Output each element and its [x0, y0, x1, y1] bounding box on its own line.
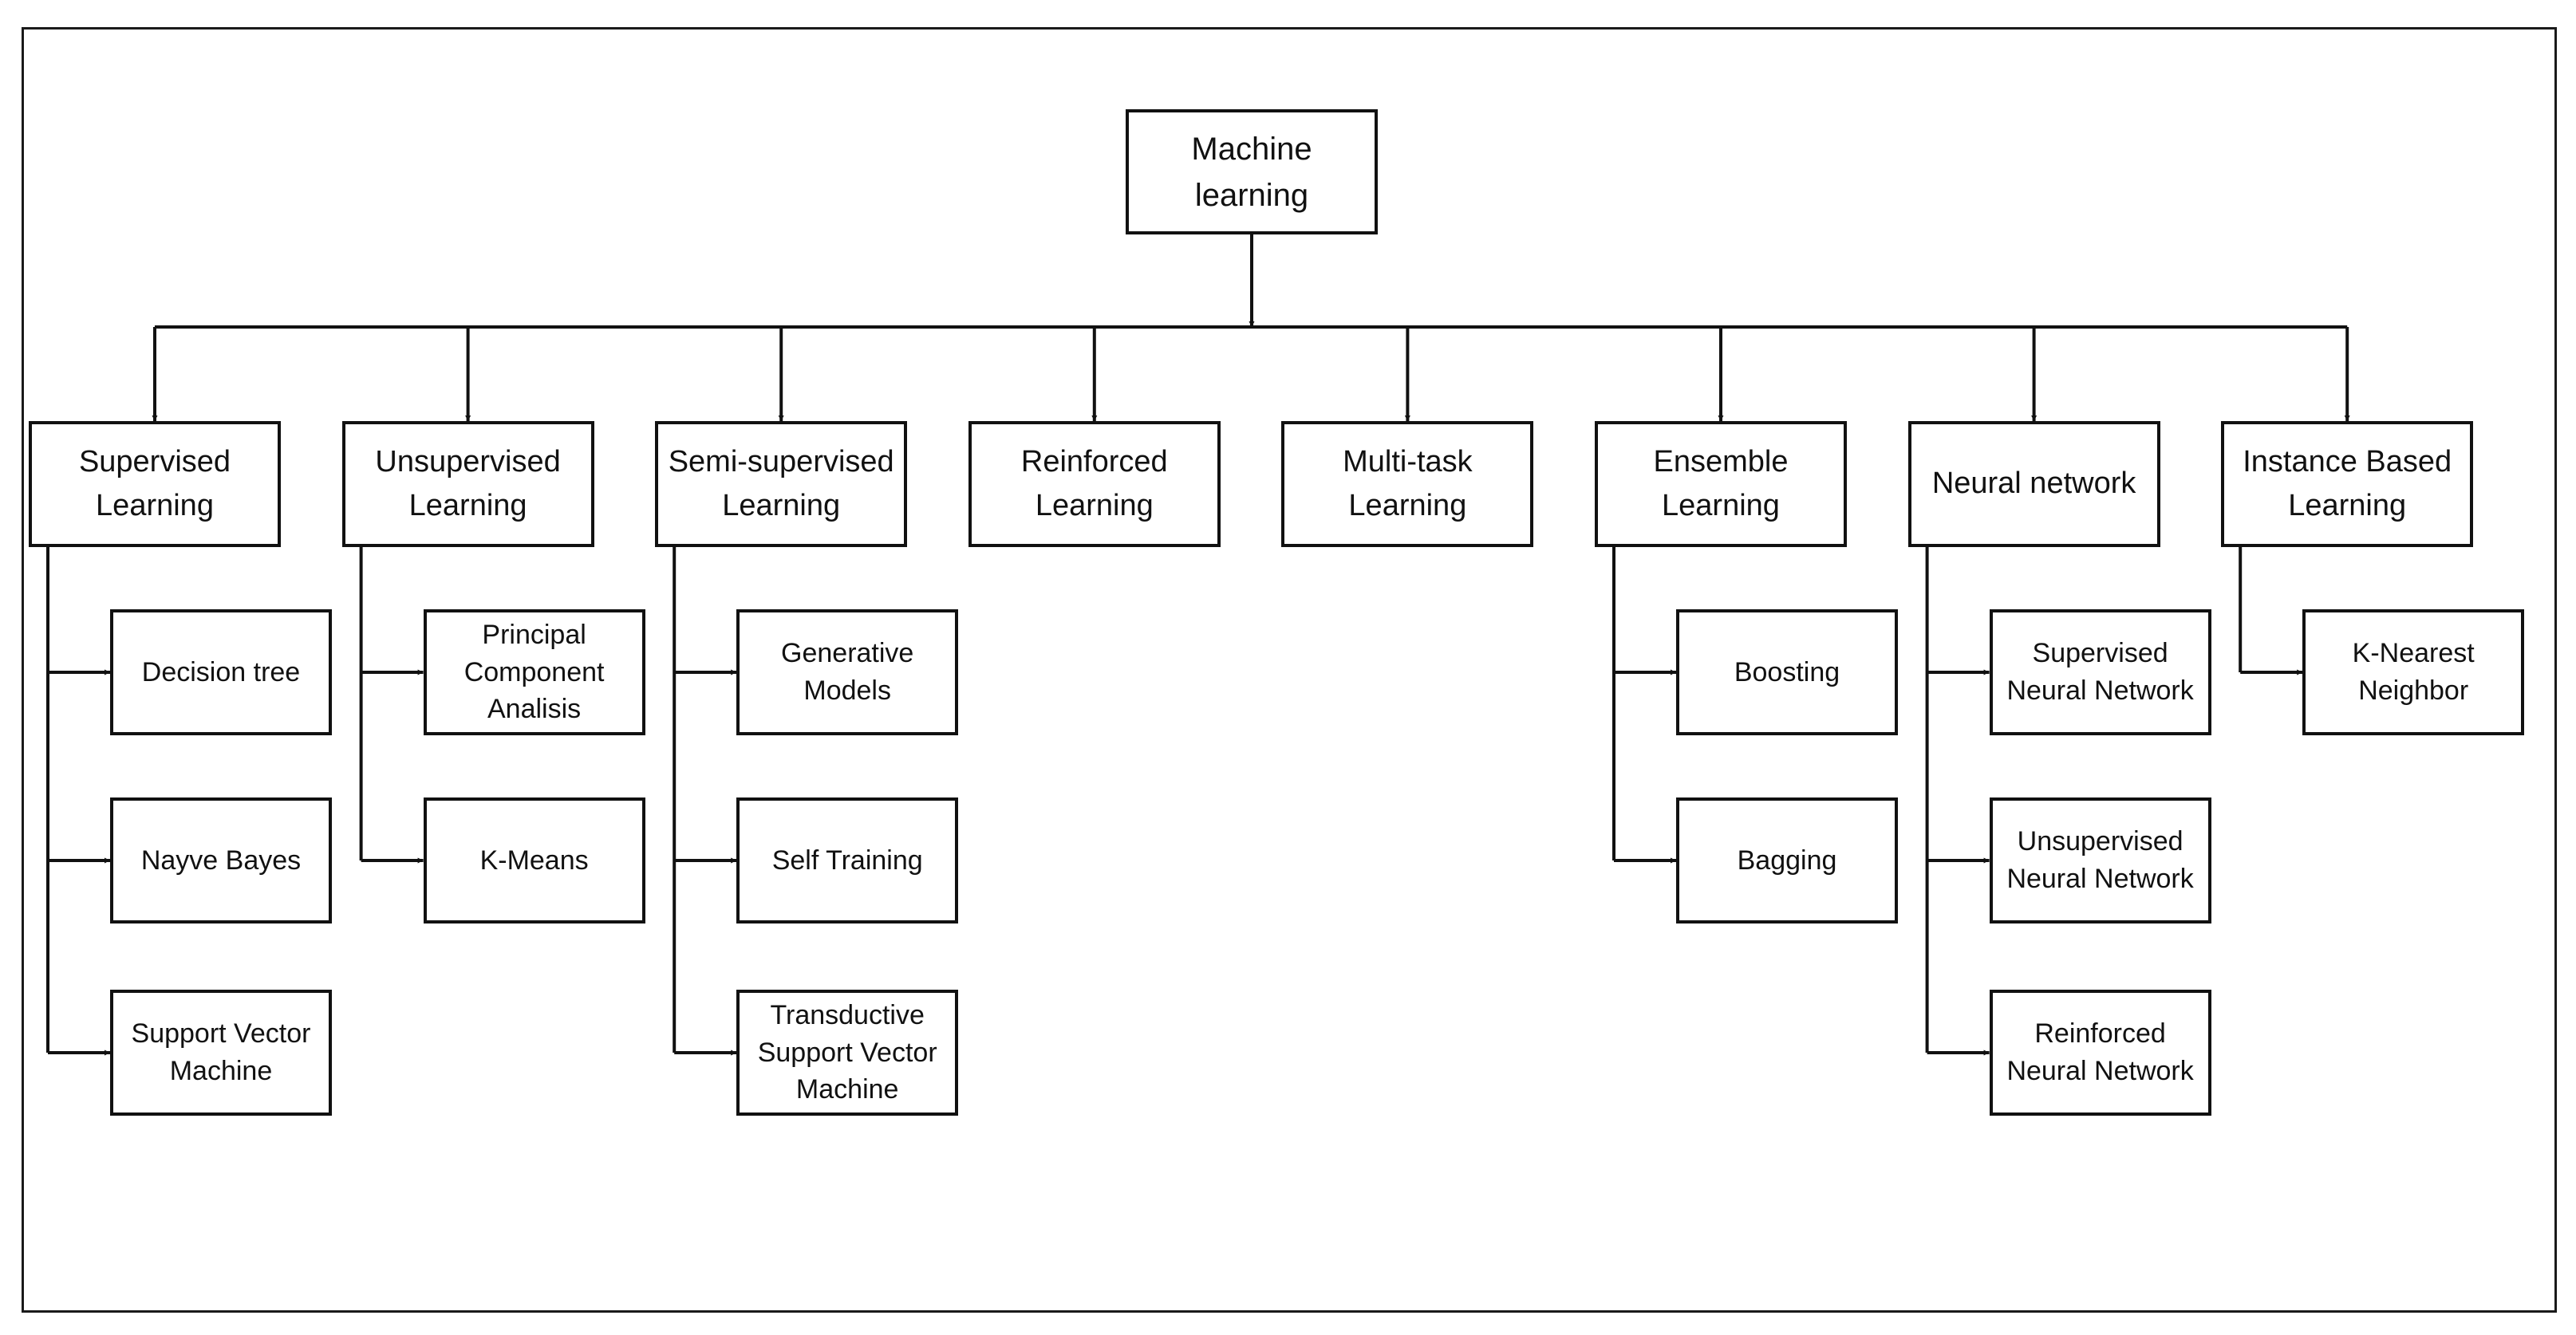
leaf-node-bagging-label: Bagging [1737, 845, 1837, 876]
leaf-node-k-means: K-Means [423, 797, 645, 923]
category-node-instance-based: Instance Based Learning [2221, 421, 2474, 547]
category-node-supervised-label: Supervised Learning [78, 444, 231, 522]
leaf-node-k-nearest-neighbor-label: K-Nearest Neighbor [2352, 638, 2475, 706]
category-node-reinforced: Reinforced Learning [968, 421, 1221, 547]
leaf-node-supervised-neural-network-label: Supervised Neural Network [2006, 638, 2194, 706]
leaf-node-bagging: Bagging [1676, 797, 1898, 923]
category-node-multi-task-label: Multi-task Learning [1343, 444, 1473, 522]
leaf-node-k-nearest-neighbor: K-Nearest Neighbor [2302, 609, 2525, 735]
leaf-node-decision-tree: Decision tree [110, 609, 332, 735]
leaf-node-transductive-support-vector-machine-label: Transductive Support Vector Machine [757, 999, 937, 1105]
leaf-node-unsupervised-neural-network-label: Unsupervised Neural Network [2006, 826, 2194, 894]
leaf-node-supervised-neural-network: Supervised Neural Network [1989, 609, 2211, 735]
leaf-node-principal-component-analisis: Principal Component Analisis [423, 609, 645, 735]
leaf-node-nayve-bayes-label: Nayve Bayes [140, 845, 302, 876]
leaf-node-self-training: Self Training [736, 797, 959, 923]
category-node-instance-based-label: Instance Based Learning [2243, 444, 2452, 522]
category-node-neural-network: Neural network [1907, 421, 2160, 547]
leaf-node-nayve-bayes: Nayve Bayes [110, 797, 332, 923]
category-node-semi-supervised-label: Semi-supervised Learning [668, 444, 894, 522]
leaf-node-reinforced-neural-network-label: Reinforced Neural Network [2006, 1018, 2194, 1086]
category-node-neural-network-label: Neural network [1931, 467, 2136, 501]
root-node-machine-learning: Machine learning [1126, 109, 1378, 234]
category-node-ensemble: Ensemble Learning [1595, 421, 1847, 547]
leaf-node-boosting: Boosting [1676, 609, 1898, 735]
leaf-node-principal-component-analisis-label: Principal Component Analisis [464, 619, 605, 725]
category-node-semi-supervised: Semi-supervised Learning [655, 421, 908, 547]
category-node-unsupervised: Unsupervised Learning [341, 421, 594, 547]
leaf-node-unsupervised-neural-network: Unsupervised Neural Network [1989, 797, 2211, 923]
category-node-unsupervised-label: Unsupervised Learning [375, 444, 561, 522]
leaf-node-generative-models-label: Generative Models [781, 638, 914, 706]
leaf-node-transductive-support-vector-machine: Transductive Support Vector Machine [736, 990, 959, 1116]
leaf-node-generative-models: Generative Models [736, 609, 959, 735]
leaf-node-decision-tree-label: Decision tree [141, 656, 301, 687]
leaf-node-self-training-label: Self Training [771, 845, 923, 876]
leaf-node-support-vector-machine: Support Vector Machine [110, 990, 332, 1116]
root-node-machine-learning-label: Machine learning [1191, 131, 1312, 213]
category-node-supervised: Supervised Learning [29, 421, 281, 547]
category-node-multi-task: Multi-task Learning [1281, 421, 1534, 547]
category-node-ensemble-label: Ensemble Learning [1653, 444, 1789, 522]
leaf-node-boosting-label: Boosting [1734, 656, 1840, 687]
leaf-node-k-means-label: K-Means [479, 845, 589, 876]
leaf-node-support-vector-machine-label: Support Vector Machine [131, 1018, 311, 1086]
diagram-frame [22, 27, 2557, 1313]
category-node-reinforced-label: Reinforced Learning [1020, 444, 1168, 522]
leaf-node-reinforced-neural-network: Reinforced Neural Network [1989, 990, 2211, 1116]
